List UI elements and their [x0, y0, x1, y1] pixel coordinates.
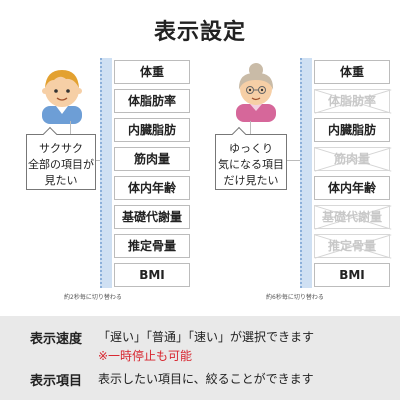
young-man-avatar: [32, 62, 92, 124]
item-body-fat: 体脂肪率: [114, 89, 190, 113]
interval-caption-right: 約6秒毎に切り替わる: [266, 294, 324, 301]
item-weight: 体重: [114, 60, 190, 84]
page-title: 表示設定: [153, 20, 246, 45]
item-bone-mass: 推定骨量: [114, 234, 190, 258]
speech-bubble-left: サクサク 全部の項目が 見たい: [26, 126, 96, 190]
items-text: 表示したい項目に、絞ることができます: [98, 372, 314, 386]
connector-line: [96, 160, 100, 161]
bubble-line: 気になる項目: [218, 158, 284, 171]
item-basal-metabolism: 基礎代謝量: [114, 205, 190, 229]
item-muscle-mass: 筋肉量: [114, 147, 190, 171]
item-body-age: 体内年齢: [314, 176, 390, 200]
bubble-line: サクサク: [39, 142, 83, 155]
item-spine-left: [100, 58, 112, 288]
item-weight: 体重: [314, 60, 390, 84]
interval-caption-left: 約2秒毎に切り替わる: [64, 294, 122, 301]
item-bmi: BMI: [114, 263, 190, 287]
item-spine-right: [300, 58, 312, 288]
connector-line: [70, 121, 71, 134]
item-body-fat-disabled: 体脂肪率: [314, 89, 390, 113]
bubble-line: 見たい: [44, 174, 78, 187]
speed-label: 表示速度: [30, 332, 83, 347]
elderly-woman-avatar: [226, 60, 286, 122]
connector-line: [287, 160, 300, 161]
info-panel: 表示速度 「遅い」「普通」「速い」が選択できます ※一時停止も可能 表示項目 表…: [0, 316, 400, 400]
item-basal-metabolism-disabled: 基礎代謝量: [314, 205, 390, 229]
item-bone-mass-disabled: 推定骨量: [314, 234, 390, 258]
item-visceral-fat: 内臓脂肪: [114, 118, 190, 142]
speed-text: 「遅い」「普通」「速い」が選択できます: [98, 330, 315, 344]
connector-line: [250, 121, 251, 134]
item-visceral-fat: 内臓脂肪: [314, 118, 390, 142]
items-label: 表示項目: [30, 374, 83, 389]
item-muscle-mass-disabled: 筋肉量: [314, 147, 390, 171]
item-body-age: 体内年齢: [114, 176, 190, 200]
bubble-line: ゆっくり: [229, 142, 273, 155]
bubble-line: 全部の項目が: [28, 158, 94, 171]
bubble-line: だけ見たい: [223, 174, 279, 187]
speed-note: ※一時停止も可能: [98, 349, 193, 363]
speech-bubble-right: ゆっくり 気になる項目 だけ見たい: [215, 126, 287, 190]
item-bmi: BMI: [314, 263, 390, 287]
